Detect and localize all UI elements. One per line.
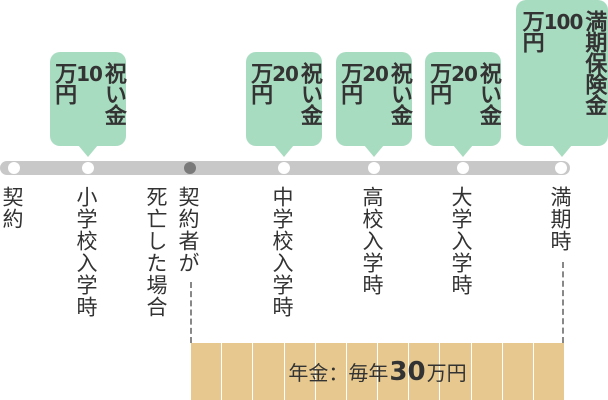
label-death-line2: 死亡した場合 xyxy=(144,186,168,318)
pension-band xyxy=(191,343,564,400)
label-high: 高校入学時 xyxy=(360,186,384,296)
label-maturity: 満期時 xyxy=(548,186,572,252)
timeline-dot-death xyxy=(184,162,196,174)
bubble-amount: 100 xyxy=(543,10,584,34)
label-university: 大学入学時 xyxy=(449,186,473,296)
bubble-title: 祝い金 xyxy=(100,62,126,125)
label-elementary: 小学校入学時 xyxy=(74,186,98,318)
bubble-unit: 万円 xyxy=(426,62,452,104)
bubble-amount: 20 xyxy=(272,62,299,86)
bubble-title: 祝い金 xyxy=(296,62,322,125)
bubble-title: 祝い金 xyxy=(475,62,501,125)
timeline-dot-university xyxy=(457,162,469,174)
bubble-unit: 万円 xyxy=(518,10,544,52)
bubble-unit: 万円 xyxy=(337,62,363,104)
label-death-line1: 契約者が xyxy=(176,186,200,274)
bubble-amount: 10 xyxy=(76,62,103,86)
timeline-dot-junior xyxy=(278,162,290,174)
bubble-unit: 万円 xyxy=(51,62,77,104)
label-contract: 契約 xyxy=(0,186,24,230)
timeline-dot-elementary xyxy=(82,162,94,174)
timeline-dot-high xyxy=(368,162,380,174)
dashed-line-maturity xyxy=(562,262,564,343)
timeline-dot-maturity xyxy=(555,162,567,174)
bubble-unit: 万円 xyxy=(247,62,273,104)
bubble-amount: 20 xyxy=(362,62,389,86)
timeline-dot-contract xyxy=(8,162,20,174)
bubble-title: 祝い金 xyxy=(386,62,412,125)
bubble-title: 満期保険金 xyxy=(581,10,607,115)
label-junior: 中学校入学時 xyxy=(270,186,294,318)
bubble-amount: 20 xyxy=(451,62,478,86)
dashed-line-death xyxy=(190,282,192,343)
